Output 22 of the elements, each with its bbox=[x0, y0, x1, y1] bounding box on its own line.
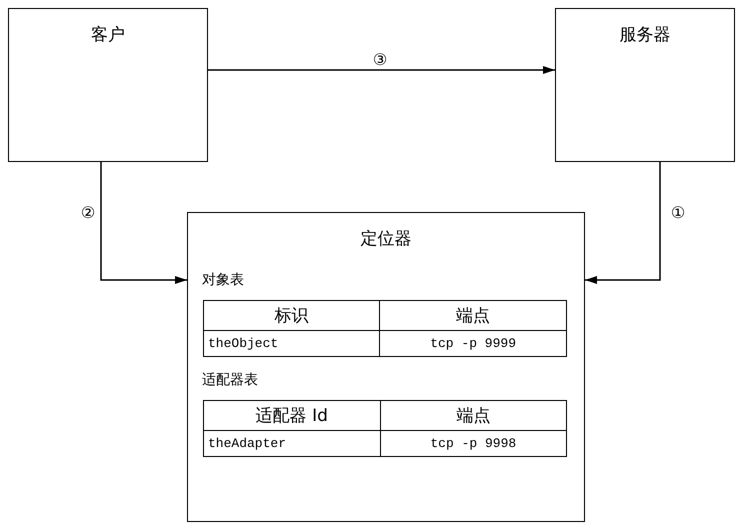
edge-label: ③ bbox=[372, 52, 388, 68]
table-entry: theObject bbox=[204, 330, 380, 356]
arrow bbox=[100, 162, 187, 284]
column-header: 端点 bbox=[380, 400, 566, 430]
table-entry: tcp -p 9999 bbox=[380, 330, 566, 356]
column-header: 标识 bbox=[204, 300, 380, 330]
edge-label: ① bbox=[670, 205, 686, 221]
table-entry: tcp -p 9998 bbox=[380, 430, 566, 456]
table-entry: theAdapter bbox=[204, 430, 380, 456]
client-box bbox=[8, 8, 208, 162]
node-title: 客户 bbox=[91, 24, 125, 46]
table-title: 适配器表 bbox=[202, 371, 258, 389]
server-box bbox=[555, 8, 735, 162]
arrow bbox=[208, 66, 555, 74]
table-title: 对象表 bbox=[202, 271, 244, 289]
column-header: 端点 bbox=[380, 300, 566, 330]
column-header: 适配器 Id bbox=[204, 400, 380, 430]
node-title: 定位器 bbox=[360, 228, 412, 250]
arrow bbox=[585, 162, 661, 284]
node-title: 服务器 bbox=[620, 24, 670, 46]
locator-box bbox=[187, 212, 585, 522]
edge-label: ② bbox=[80, 205, 96, 221]
